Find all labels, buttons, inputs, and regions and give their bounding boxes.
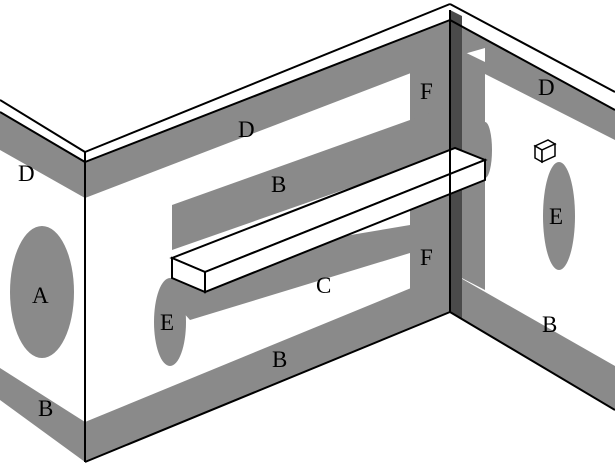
left-bottom-band xyxy=(0,368,85,462)
back-top-edge xyxy=(84,3,451,153)
label-b-center-lower: B xyxy=(272,347,287,372)
label-d-left: D xyxy=(18,161,35,186)
shaded-bands xyxy=(0,20,615,462)
shelf-end-face xyxy=(171,256,206,294)
left-top-edge xyxy=(0,99,86,153)
oval-e-center xyxy=(154,278,186,366)
label-c: C xyxy=(316,273,331,298)
label-b-left: B xyxy=(38,396,53,421)
left-top-band xyxy=(0,112,85,198)
shelf-upper-band xyxy=(172,105,452,250)
label-d-center: D xyxy=(238,117,255,142)
right-top-edge-inner xyxy=(449,19,615,111)
back-top-band xyxy=(85,20,450,198)
shelf-lower-band xyxy=(172,225,410,320)
right-floor-edge xyxy=(449,311,615,411)
wall-outlines xyxy=(0,3,615,463)
left-top-edge-inner xyxy=(0,111,86,163)
label-f-upper: F xyxy=(420,79,433,104)
label-e-right: E xyxy=(549,204,563,229)
oval-spots xyxy=(10,122,575,366)
right-top-band xyxy=(450,20,615,140)
back-bottom-band xyxy=(85,272,450,462)
label-f-lower: F xyxy=(420,245,433,270)
right-top-edge xyxy=(449,3,615,93)
label-e-center: E xyxy=(160,310,174,335)
back-floor-edge xyxy=(84,311,451,463)
oval-e-right xyxy=(543,162,575,270)
small-box-side xyxy=(541,142,556,164)
small-box xyxy=(533,139,557,164)
labels: A B B B B C D D D E E F F xyxy=(18,75,563,421)
label-b-right: B xyxy=(542,312,557,337)
oval-a xyxy=(10,226,74,358)
back-top-edge-inner xyxy=(84,19,451,163)
label-a: A xyxy=(32,283,49,308)
label-b-center-upper: B xyxy=(271,172,286,197)
right-bottom-band xyxy=(450,272,615,410)
label-d-right: D xyxy=(538,75,555,100)
shelf xyxy=(169,146,488,294)
